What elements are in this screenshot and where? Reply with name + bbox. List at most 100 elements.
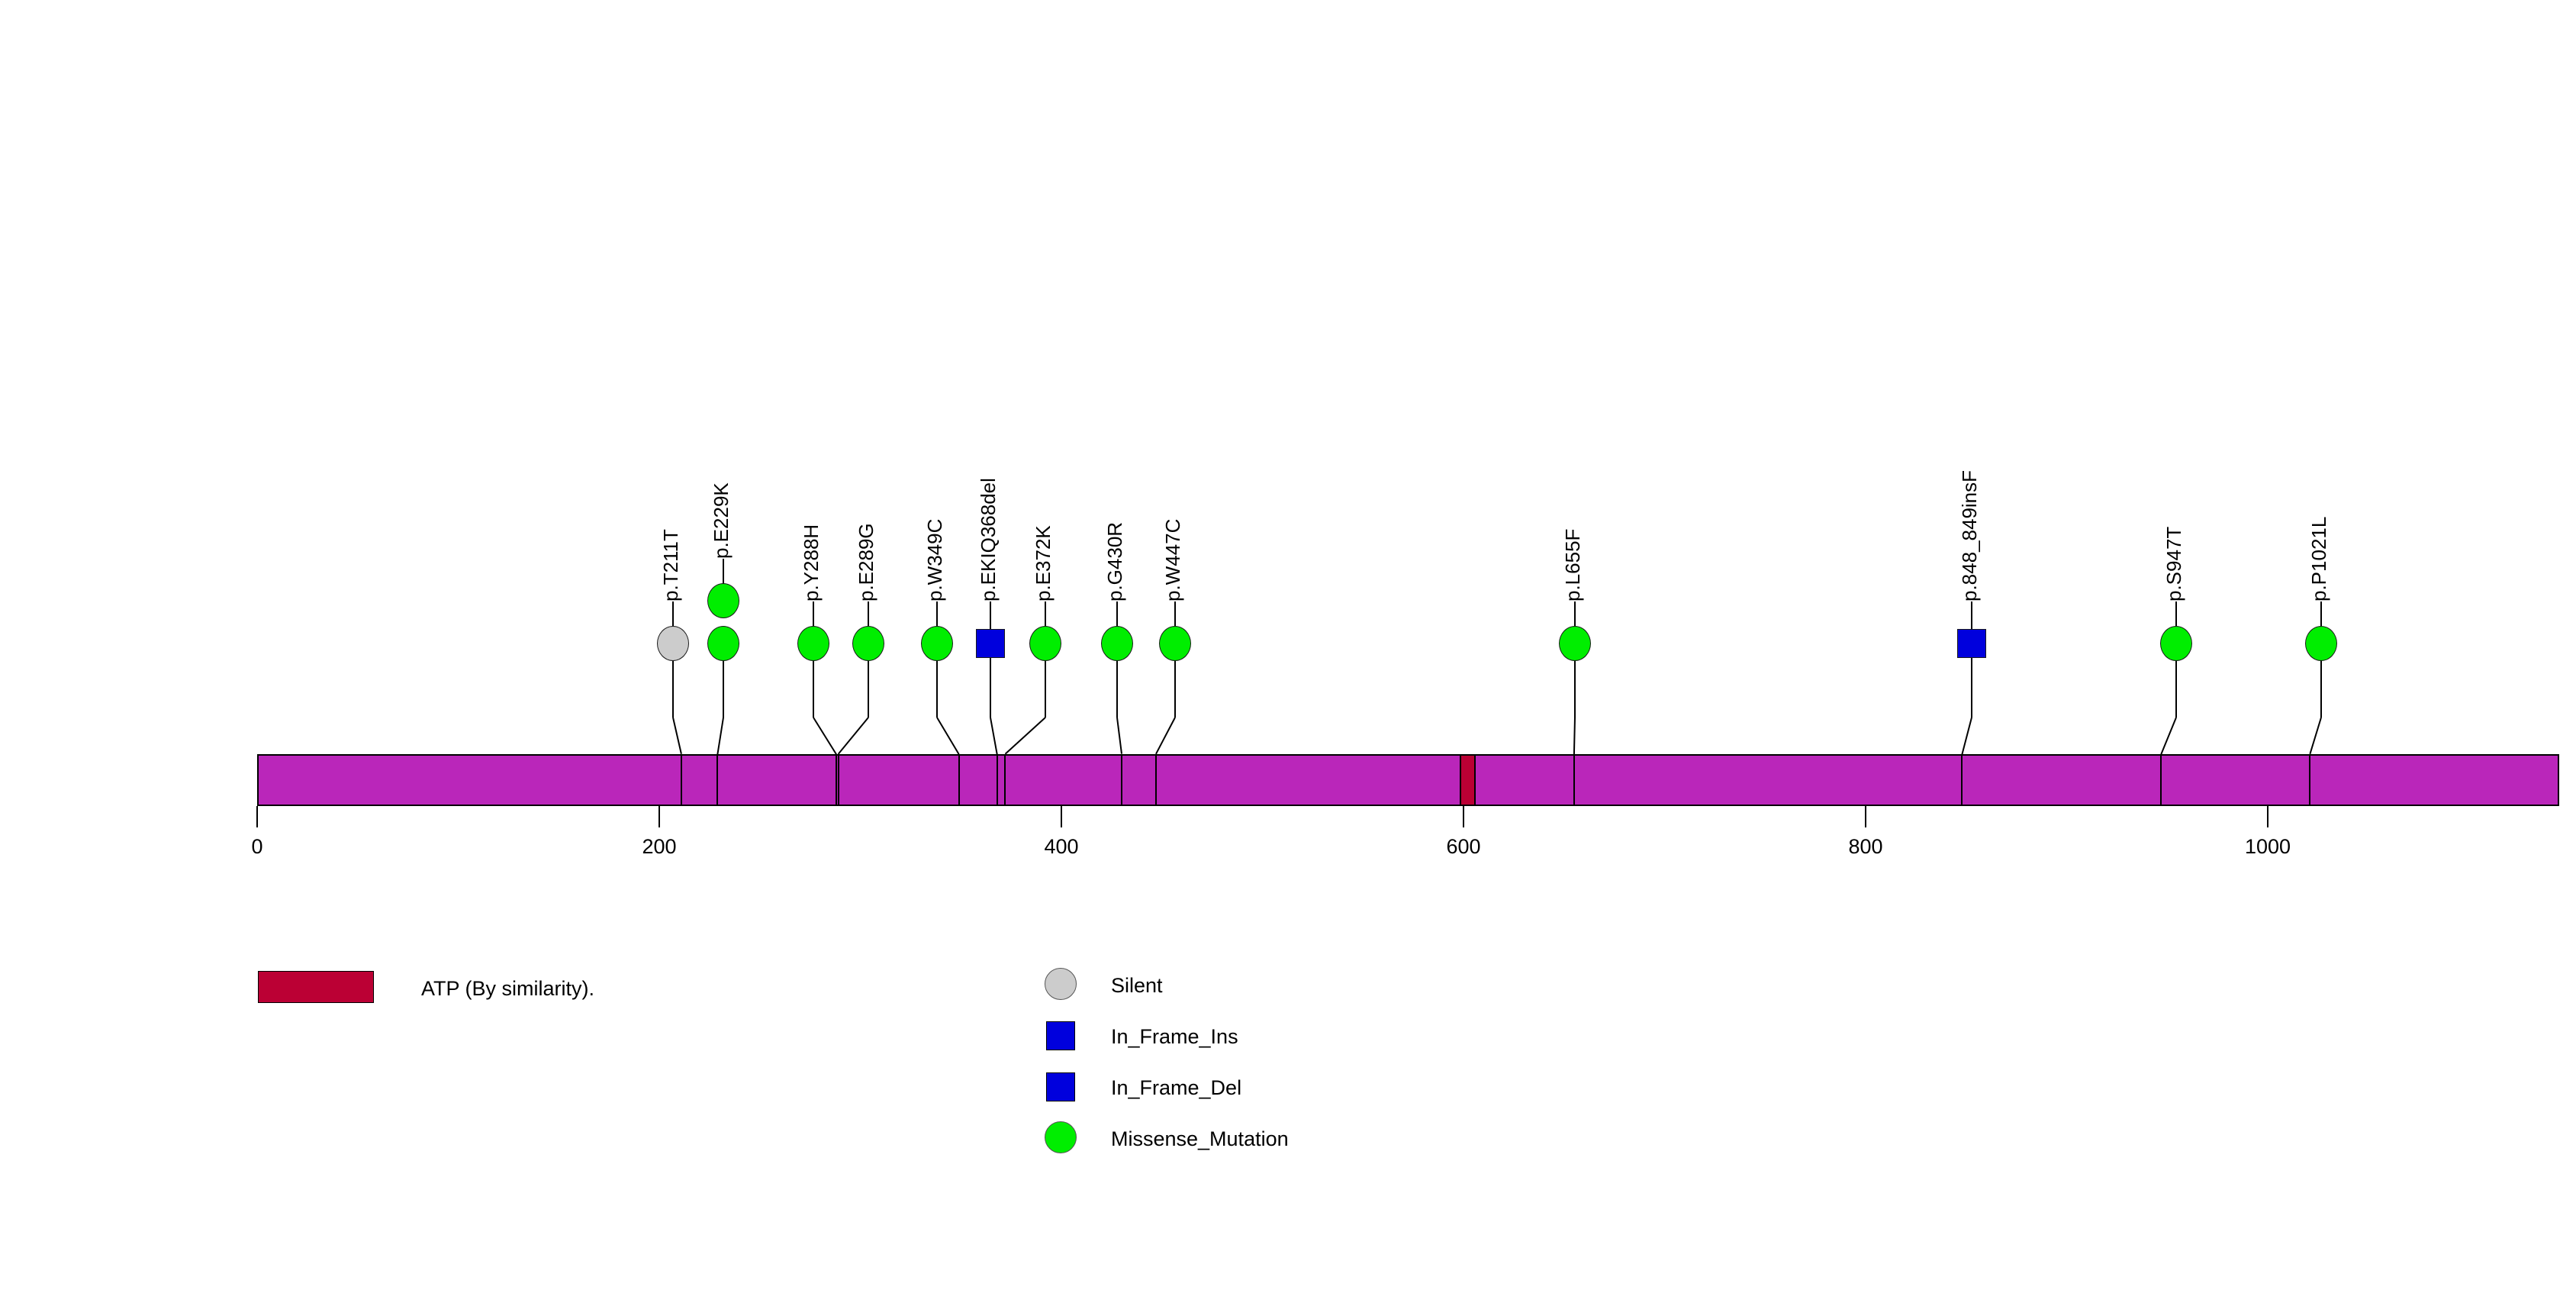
lollipop-stem [936, 643, 938, 718]
residue-position-tick [1154, 754, 1157, 806]
residue-position-tick [1961, 754, 1963, 806]
lollipop-stem-tick [1045, 601, 1046, 630]
mutation-label: p.EKIQ368del [977, 478, 1000, 601]
lollipop-stem [2175, 643, 2177, 718]
lollipop-stem [723, 643, 724, 718]
lollipop-stem-tick [2175, 601, 2177, 630]
protein-domain-region[interactable] [1459, 756, 1476, 805]
axis-tick-mark [1865, 806, 1866, 827]
lollipop-stem-tick [672, 601, 674, 630]
lollipop-stem-tick [2320, 601, 2322, 630]
mutation-marker-in_frame_ins[interactable] [1957, 629, 1986, 658]
mutation-label: p.L655F [1561, 528, 1584, 601]
residue-position-tick [2160, 754, 2162, 806]
mutation-legend-label: Missense_Mutation [1111, 1127, 1289, 1150]
protein-backbone-bar [257, 754, 2560, 806]
lollipop-stem-connector [1961, 717, 1972, 755]
lollipop-stem-connector [837, 717, 869, 755]
residue-position-tick [1004, 754, 1006, 806]
axis-tick-label: 0 [251, 835, 263, 858]
mutation-marker-missense_mutation[interactable] [921, 626, 953, 661]
lollipop-stem [990, 643, 991, 718]
residue-position-tick [996, 754, 998, 806]
lollipop-stem-tick [1574, 601, 1576, 630]
residue-position-tick [837, 754, 839, 806]
lollipop-stem [2320, 643, 2322, 718]
mutation-legend-swatch-in_frame_del [1046, 1072, 1075, 1101]
axis-tick-mark [256, 806, 258, 827]
mutation-label: p.E289G [855, 523, 877, 601]
axis-tick-label: 200 [642, 835, 677, 858]
lollipop-stem [672, 643, 674, 718]
residue-position-tick [680, 754, 682, 806]
residue-position-tick [835, 754, 837, 806]
lollipop-stem-tick [1116, 601, 1118, 630]
lollipop-stem [868, 643, 869, 718]
mutation-marker-missense_mutation[interactable] [1159, 626, 1191, 661]
lollipop-stem-tick [990, 601, 991, 630]
lollipop-stem [1971, 643, 1972, 718]
lollipop-stem [1116, 643, 1118, 718]
mutation-marker-missense_mutation[interactable] [707, 626, 739, 661]
residue-position-tick [2309, 754, 2311, 806]
mutation-marker-missense_mutation[interactable] [1559, 626, 1591, 661]
lollipop-stem-connector [1154, 717, 1176, 755]
mutation-marker-missense_mutation[interactable] [852, 626, 884, 661]
mutation-label: p.E372K [1032, 525, 1055, 601]
lollipop-stem-connector [1004, 717, 1046, 755]
lollipop-stem-connector [672, 717, 682, 755]
lollipop-stem-connector [1573, 717, 1576, 755]
lollipop-stem [1574, 643, 1576, 718]
lollipop-stem-tick [936, 601, 938, 630]
mutation-label: p.S947T [2162, 526, 2185, 601]
mutation-marker-missense_mutation[interactable] [2160, 626, 2192, 661]
residue-position-tick [1573, 754, 1575, 806]
lollipop-stem-connector [990, 717, 998, 755]
domain-legend-label: ATP (By similarity). [421, 977, 595, 1000]
axis-tick-mark [1061, 806, 1062, 827]
mutation-label: p.G430R [1103, 521, 1126, 601]
mutation-marker-missense_mutation[interactable] [2305, 626, 2337, 661]
lollipop-stem [1174, 643, 1176, 718]
residue-position-tick [958, 754, 960, 806]
axis-tick-label: 600 [1446, 835, 1481, 858]
mutation-label: p.P1021L [2307, 516, 2330, 601]
mutation-legend-label: In_Frame_Del [1111, 1076, 1242, 1099]
lollipop-stem-connector [1116, 717, 1123, 755]
mutation-legend-swatch-silent [1045, 968, 1077, 1000]
axis-tick-label: 1000 [2244, 835, 2291, 858]
lollipop-stem [1045, 643, 1046, 718]
lollipop-stem-connector [716, 717, 724, 755]
mutation-marker-missense_mutation[interactable] [797, 626, 829, 661]
mutation-marker-missense_mutation[interactable] [707, 583, 739, 618]
mutation-marker-in_frame_del[interactable] [976, 629, 1005, 658]
mutation-label: p.W349C [923, 518, 946, 601]
lollipop-stem-tick [1971, 601, 1972, 630]
lollipop-stem-connector [813, 717, 837, 755]
mutation-marker-missense_mutation[interactable] [1101, 626, 1133, 661]
residue-position-tick [1121, 754, 1123, 806]
mutation-marker-silent[interactable] [657, 626, 689, 661]
axis-tick-mark [2267, 806, 2268, 827]
mutation-legend-label: In_Frame_Ins [1111, 1025, 1238, 1048]
mutation-legend-swatch-missense_mutation [1045, 1121, 1077, 1153]
mutation-label: p.848_849insF [1958, 469, 1981, 601]
axis-tick-label: 800 [1848, 835, 1883, 858]
lollipop-stem-connector [2309, 717, 2322, 755]
residue-position-tick [716, 754, 719, 806]
lollipop-stem-tick [868, 601, 869, 630]
mutation-legend-label: Silent [1111, 974, 1163, 997]
lollipop-stem-connector [2160, 717, 2177, 755]
mutation-label: p.W447C [1161, 518, 1184, 601]
lollipop-stem-connector [936, 717, 960, 755]
axis-tick-mark [1463, 806, 1464, 827]
mutation-label: p.Y288H [800, 524, 823, 601]
lollipop-stem-tick [1174, 601, 1176, 630]
mutation-legend-swatch-in_frame_ins [1046, 1021, 1075, 1050]
lollipop-stem [813, 643, 814, 718]
mutation-marker-missense_mutation[interactable] [1029, 626, 1061, 661]
axis-tick-mark [658, 806, 660, 827]
lollipop-stem-tick [813, 601, 814, 630]
lollipop-stem-tick [723, 559, 724, 588]
